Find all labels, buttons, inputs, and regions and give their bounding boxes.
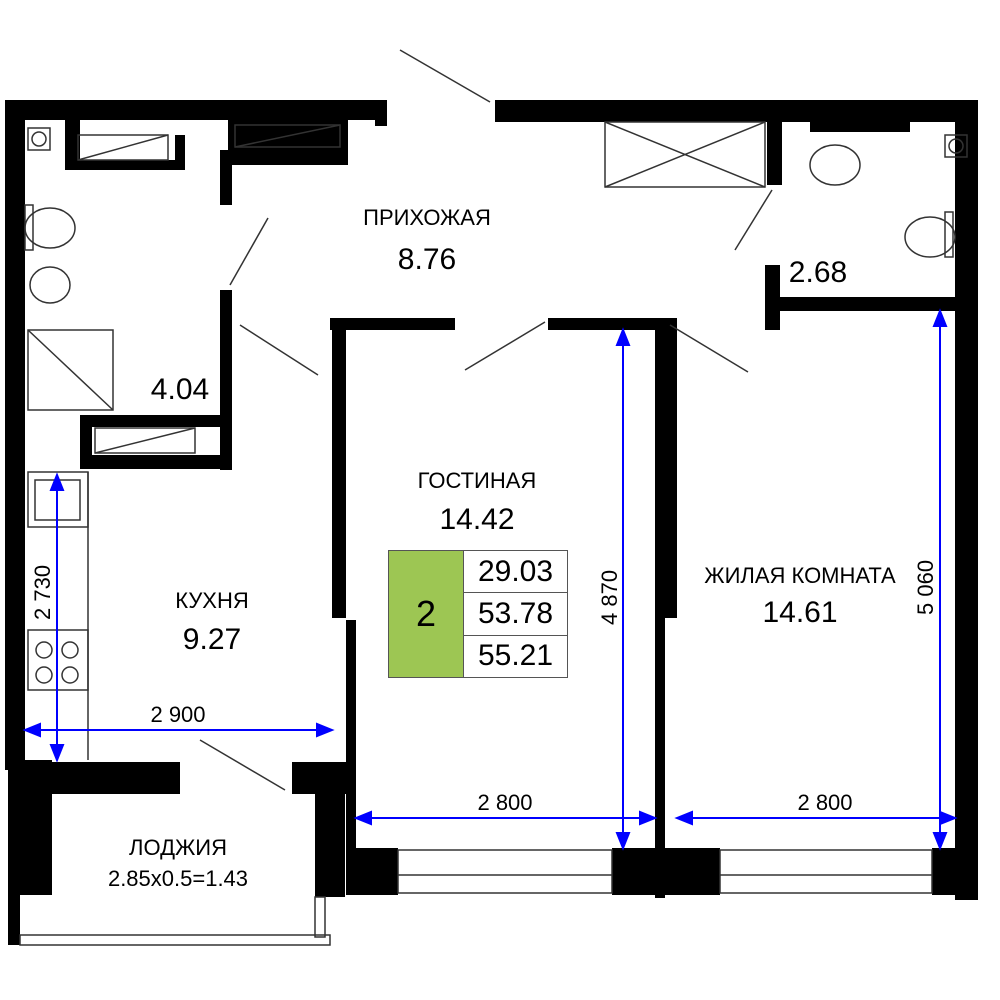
kitchen-name: КУХНЯ (175, 588, 249, 613)
total-area-with-loggia: 55.21 (477, 639, 554, 673)
living-area: 14.42 (439, 503, 515, 536)
kitchen-width-dim: 2 900 (150, 702, 206, 727)
bathroom2-area: 2.68 (788, 256, 848, 289)
hallway-name: ПРИХОЖАЯ (363, 205, 491, 230)
kitchen-area: 9.27 (182, 623, 242, 656)
kitchen-length-dim: 2 730 (30, 564, 55, 620)
living-length-dim: 4 870 (597, 569, 622, 625)
loggia-area: 2.85x0.5=1.43 (107, 866, 249, 891)
bedroom-area: 14.61 (762, 596, 838, 629)
loggia-name: ЛОДЖИЯ (129, 835, 227, 860)
dimension-lines (22, 308, 958, 851)
bedroom-length-dim: 5 060 (913, 559, 938, 615)
living-area-total: 29.03 (464, 551, 567, 594)
total-area: 53.78 (464, 593, 567, 636)
fixtures (19, 49, 968, 946)
living-width-dim: 2 800 (477, 790, 533, 815)
living-name: ГОСТИНАЯ (417, 468, 537, 493)
bathroom1-area: 4.04 (150, 373, 210, 406)
bedroom-name: ЖИЛАЯ КОМНАТА (704, 563, 896, 588)
room-count: 2 (389, 551, 464, 677)
walls (5, 100, 978, 945)
bedroom-width-dim: 2 800 (797, 790, 853, 815)
hallway-area: 8.76 (397, 243, 457, 276)
summary-table: 2 29.03 53.78 55.21 (388, 550, 568, 678)
